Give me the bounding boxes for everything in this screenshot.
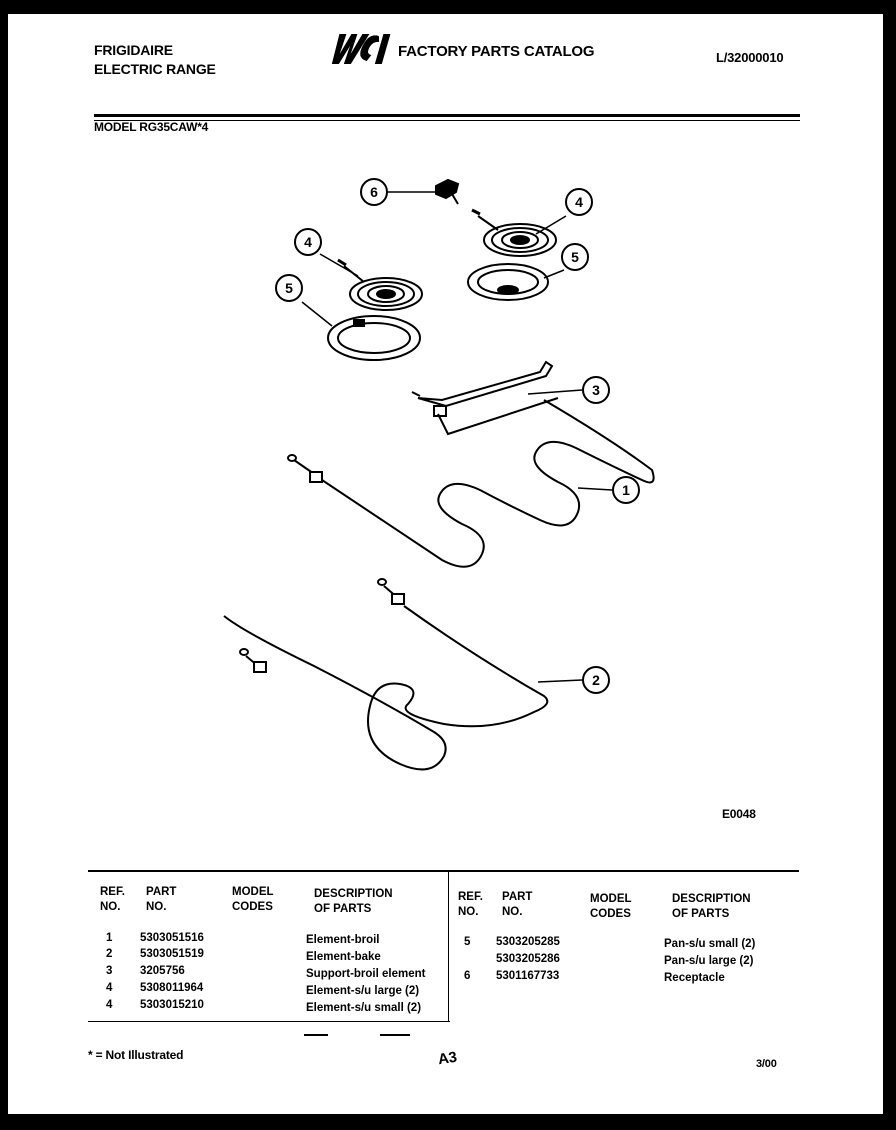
callout-label: 4 (575, 194, 583, 210)
surface-element-large (471, 208, 557, 257)
row-ref: 6 (464, 970, 471, 982)
row-part: 5303051516 (140, 932, 204, 944)
row-ref: 4 (106, 982, 113, 994)
brand-name: FRIGIDAIRE (94, 42, 173, 58)
header-rule-thin (94, 120, 800, 121)
row-ref: 2 (106, 948, 113, 960)
row-ref: 3 (106, 965, 113, 977)
broil-element (287, 399, 655, 568)
column-header-ref-no: REF.NO. (100, 886, 125, 913)
drip-pan-large (327, 315, 421, 361)
callout-4-left (294, 228, 322, 256)
row-ref: 1 (106, 932, 113, 944)
row-part: 5303015210 (140, 999, 204, 1011)
bake-element (223, 578, 549, 771)
column-header-ref-no: REF.NO. (458, 891, 483, 918)
table-bottom-rule (88, 1021, 450, 1022)
smudge-mark (304, 1034, 328, 1036)
callout-label: 3 (592, 382, 600, 398)
row-desc: Pan-s/u small (2) (664, 938, 756, 950)
table-divider (448, 872, 449, 1022)
row-desc: Element-broil (306, 934, 380, 946)
drip-pan-small (467, 263, 549, 301)
callout-label: 5 (571, 249, 579, 265)
row-desc: Pan-s/u large (2) (664, 955, 754, 967)
callout-label: 1 (622, 482, 630, 498)
row-part: 5303205286 (496, 953, 560, 965)
row-ref: 4 (106, 999, 113, 1011)
document-number: L/32000010 (716, 50, 784, 65)
row-part: 5308011964 (140, 982, 204, 994)
page-code: A3 (436, 1048, 458, 1069)
callout-4-right (565, 188, 593, 216)
catalog-title: FACTORY PARTS CATALOG (398, 43, 595, 60)
footnote: * = Not Illustrated (88, 1048, 184, 1062)
product-type: ELECTRIC RANGE (94, 61, 216, 77)
row-desc: Element-s/u large (2) (306, 985, 420, 997)
callout-3 (582, 376, 610, 404)
callout-2 (582, 666, 610, 694)
receptacle-part (435, 178, 460, 205)
broil-support-bracket (411, 360, 559, 436)
catalog-page: FRIGIDAIRE ELECTRIC RANGE FACTORY PARTS … (8, 14, 883, 1114)
row-desc: Element-bake (306, 951, 381, 963)
callout-5-right (561, 243, 589, 271)
smudge-mark (380, 1034, 410, 1036)
table-top-rule (88, 870, 799, 872)
callout-6 (360, 178, 388, 206)
row-part: 5301167733 (496, 970, 560, 982)
exploded-parts-diagram: 6 4 5 4 5 3 1 2 (223, 178, 655, 771)
row-desc: Receptacle (664, 972, 725, 984)
row-desc: Support-broil element (306, 968, 426, 980)
callout-label: 2 (592, 672, 600, 688)
figure-code: E0048 (722, 807, 756, 821)
row-ref: 5 (464, 936, 471, 948)
row-part: 5303205285 (496, 936, 560, 948)
wci-logo (331, 34, 391, 64)
revision-date: 3/00 (756, 1058, 777, 1070)
surface-element-small (337, 258, 423, 311)
model-number: MODEL RG35CAW*4 (94, 120, 209, 134)
row-part: 3205756 (140, 965, 185, 977)
callout-label: 4 (304, 234, 312, 250)
row-desc: Element-s/u small (2) (306, 1002, 422, 1014)
callout-1 (612, 476, 640, 504)
callout-label: 6 (370, 184, 378, 200)
row-part: 5303051519 (140, 948, 204, 960)
callout-5-left (275, 274, 303, 302)
callout-label: 5 (285, 280, 293, 296)
header-rule (94, 114, 800, 117)
